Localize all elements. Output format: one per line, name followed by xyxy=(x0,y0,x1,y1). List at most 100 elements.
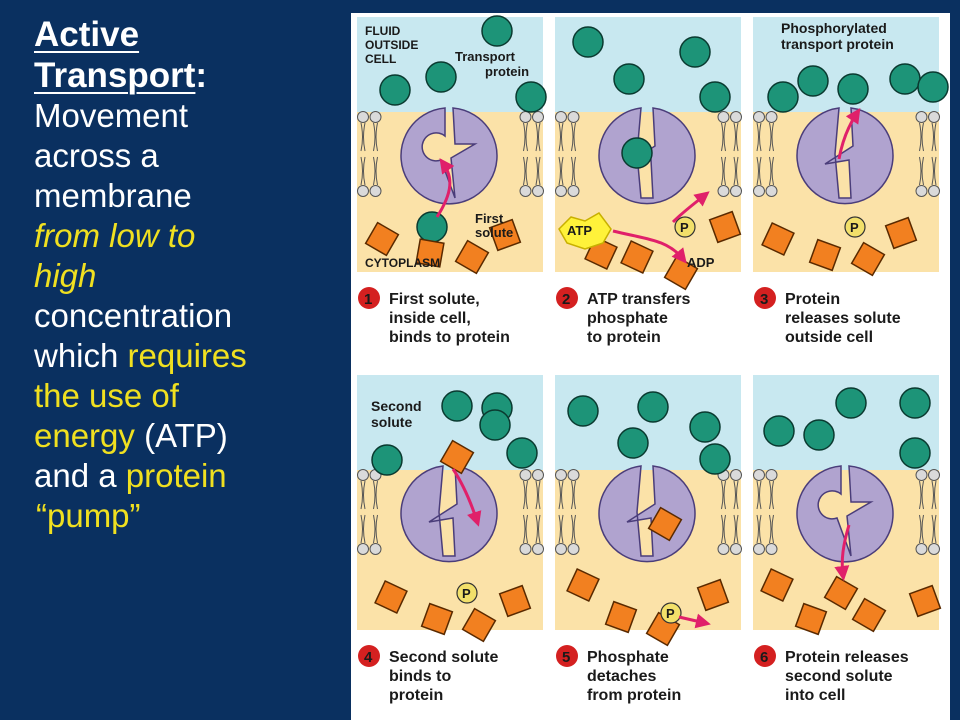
step-number: 3 xyxy=(760,291,768,308)
lipid-head xyxy=(532,185,544,197)
second-solute xyxy=(808,238,842,272)
first-solute xyxy=(441,390,473,422)
lipid-head xyxy=(555,185,567,197)
lipid-head xyxy=(730,111,742,123)
lipid-head xyxy=(519,469,532,481)
lipid-head xyxy=(730,543,742,555)
lipid-tail xyxy=(558,480,564,544)
lipid-tail xyxy=(523,122,528,186)
label-fluid-outside-cell: OUTSIDE xyxy=(365,38,418,52)
step-caption-line: to protein xyxy=(587,329,661,346)
phosphate-group xyxy=(844,216,866,238)
phosphate-group xyxy=(660,602,682,624)
label-phosphorylated-transport-protein: transport protein xyxy=(781,36,894,52)
movement-arrow xyxy=(834,524,851,581)
label-first-solute: First xyxy=(475,211,504,226)
lipid-tail xyxy=(558,122,564,186)
desc-line-9: energy (ATP) xyxy=(34,416,334,456)
first-solute xyxy=(425,61,457,93)
lipid-head xyxy=(519,543,532,555)
second-solute xyxy=(908,584,942,618)
second-solute xyxy=(415,238,445,268)
lipid-head xyxy=(753,469,765,481)
step-caption-line: outside cell xyxy=(785,329,873,346)
desc-and-a: and a xyxy=(34,457,126,494)
step-number: 6 xyxy=(760,649,768,666)
label-cytoplasm: CYTOPLASM xyxy=(365,256,440,270)
second-solute xyxy=(620,240,654,274)
atp-burst xyxy=(558,212,612,250)
desc-line-10: and a protein xyxy=(34,456,334,496)
lipid-tail xyxy=(523,480,528,544)
desc-line-5: high xyxy=(34,257,97,294)
step-caption-line: phosphate xyxy=(587,310,668,327)
first-solute xyxy=(515,81,547,113)
second-solute xyxy=(488,218,522,252)
step-number-badge xyxy=(754,287,776,309)
lipid-head xyxy=(915,469,928,481)
first-solute xyxy=(613,63,645,95)
lipid-head xyxy=(915,111,928,123)
desc-line-2: across a xyxy=(34,137,159,174)
title-transport: Transport xyxy=(34,56,196,95)
phosphate-label: P xyxy=(850,220,859,235)
lipid-head xyxy=(915,185,928,197)
first-solute xyxy=(572,26,604,58)
second-solute xyxy=(761,222,795,256)
lipid-head xyxy=(928,111,940,123)
label-atp: ATP xyxy=(567,223,592,238)
lipid-head xyxy=(357,111,369,123)
first-solute xyxy=(506,437,538,469)
desc-protein: protein xyxy=(125,457,227,494)
desc-line-6: concentration xyxy=(34,297,233,334)
second-solute xyxy=(420,602,454,636)
lipid-head xyxy=(717,111,730,123)
first-solute xyxy=(479,409,511,441)
step-caption-line: protein xyxy=(389,687,443,704)
lipid-head xyxy=(717,185,730,197)
lipid-head xyxy=(915,543,928,555)
step-number-badge xyxy=(358,287,380,309)
movement-arrow xyxy=(671,191,710,224)
step-number-badge xyxy=(556,645,578,667)
lipid-tail xyxy=(733,122,739,186)
lipid-tail xyxy=(535,480,541,544)
lipid-head xyxy=(369,185,382,197)
lipid-head xyxy=(519,185,532,197)
lipid-head xyxy=(532,111,544,123)
lipid-head xyxy=(753,111,765,123)
step-caption-line: First solute, xyxy=(389,291,480,308)
first-solute xyxy=(679,36,711,68)
lipid-head xyxy=(928,543,940,555)
lipid-head xyxy=(532,543,544,555)
lipid-tail xyxy=(360,122,366,186)
lipid-head xyxy=(555,111,567,123)
second-solute xyxy=(760,568,794,602)
first-solute xyxy=(899,437,931,469)
desc-energy: energy xyxy=(34,417,135,454)
first-solute xyxy=(699,81,731,113)
label-second-solute: Second xyxy=(371,398,422,414)
lipid-head xyxy=(730,185,742,197)
first-solute xyxy=(803,419,835,451)
label-second-solute: solute xyxy=(371,414,412,430)
title-line-2: Transport: xyxy=(34,55,334,96)
second-solute xyxy=(374,580,408,614)
lipid-head xyxy=(519,111,532,123)
lipid-tail xyxy=(931,480,937,544)
label-phosphorylated-transport-protein: Phosphorylated xyxy=(781,20,887,36)
first-solute xyxy=(837,73,869,105)
second-solute xyxy=(461,607,497,643)
lipid-head xyxy=(357,469,369,481)
first-solute xyxy=(567,395,599,427)
second-solute xyxy=(851,597,887,633)
phosphate-label: P xyxy=(666,606,675,621)
lipid-head xyxy=(765,185,778,197)
second-solute xyxy=(439,439,475,475)
phosphate-label: P xyxy=(462,586,471,601)
lipid-tail xyxy=(756,122,762,186)
transport-protein xyxy=(400,465,498,563)
